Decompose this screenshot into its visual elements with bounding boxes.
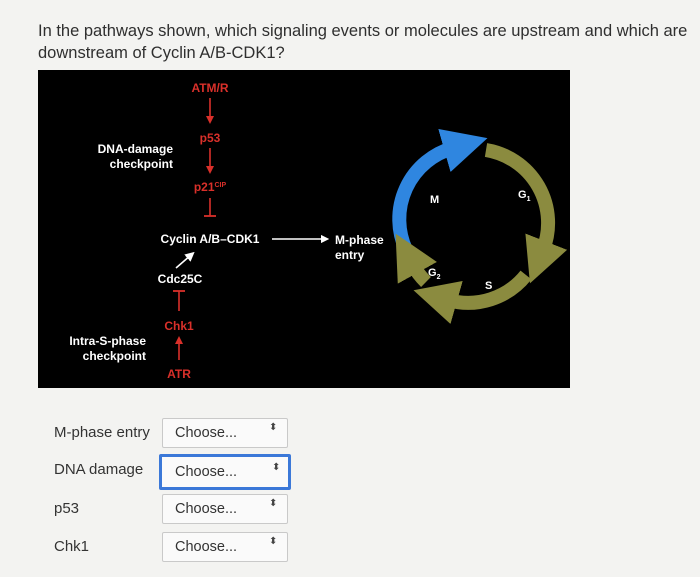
cycle-arc-m	[399, 148, 453, 250]
row-label-p53: p53	[54, 500, 79, 517]
phase-label-s: S	[485, 280, 492, 292]
label-dna-damage-1: DNA-damage	[98, 142, 174, 156]
row-label-m-phase-entry: M-phase entry	[54, 424, 150, 441]
svg-text:p21CIP: p21CIP	[194, 180, 227, 194]
label-cyclin-cdk1: Cyclin A/B–CDK1	[161, 232, 260, 246]
cell-cycle-diagram: M G1 G2 S	[399, 148, 548, 303]
svg-text:G1: G1	[518, 189, 531, 203]
label-p53: p53	[200, 131, 221, 145]
row-label-chk1: Chk1	[54, 538, 89, 555]
label-atr: ATR	[167, 367, 191, 381]
select-value: Choose...	[175, 464, 237, 480]
phase-label-g2-sub: 2	[437, 274, 441, 281]
phase-label-g2: G	[428, 267, 437, 279]
cycle-arc-g2-m	[413, 265, 426, 282]
label-p21: p21	[194, 180, 215, 194]
label-intra-s-2: checkpoint	[83, 349, 146, 363]
select-m-phase-entry[interactable]: Choose... ⬍	[162, 418, 288, 448]
select-value: Choose...	[175, 501, 237, 517]
label-mphase-1: M-phase	[335, 233, 384, 247]
label-intra-s-1: Intra-S-phase	[69, 334, 146, 348]
select-arrows-icon: ⬍	[269, 499, 277, 508]
label-p21-sup: CIP	[215, 182, 227, 189]
pathway-diagram: ATM/R p53 DNA-damage checkpoint p21CIP C…	[38, 70, 570, 388]
arrow-cdc25c-to-cdk1	[176, 255, 191, 268]
label-cdc25c: Cdc25C	[158, 272, 203, 286]
select-arrows-icon: ⬍	[272, 463, 280, 472]
pathway-figure: ATM/R p53 DNA-damage checkpoint p21CIP C…	[38, 70, 570, 388]
select-arrows-icon: ⬍	[269, 423, 277, 432]
label-dna-damage-2: checkpoint	[110, 157, 173, 171]
label-atm-r: ATM/R	[191, 81, 228, 95]
row-label-dna-damage: DNA damage	[54, 461, 143, 478]
select-p53[interactable]: Choose... ⬍	[162, 494, 288, 524]
label-chk1: Chk1	[164, 319, 194, 333]
phase-label-g1: G	[518, 189, 527, 201]
select-value: Choose...	[175, 425, 237, 441]
label-mphase-2: entry	[335, 248, 365, 262]
phase-label-g1-sub: 1	[527, 196, 531, 203]
select-chk1[interactable]: Choose... ⬍	[162, 532, 288, 562]
select-value: Choose...	[175, 539, 237, 555]
svg-text:G2: G2	[428, 267, 441, 281]
select-dna-damage[interactable]: Choose... ⬍	[159, 454, 291, 490]
question-text: In the pathways shown, which signaling e…	[38, 20, 688, 64]
phase-label-m: M	[430, 194, 439, 206]
select-arrows-icon: ⬍	[269, 537, 277, 546]
